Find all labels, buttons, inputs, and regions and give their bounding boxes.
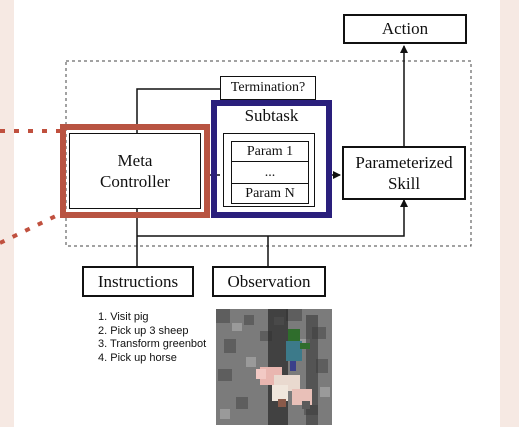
- instructions-box: Instructions: [82, 266, 194, 297]
- flow-arrows: [133, 45, 408, 266]
- termination-box: Termination?: [220, 76, 316, 100]
- param-1-label: Param 1: [246, 143, 294, 159]
- param-n-box: Param N: [231, 184, 309, 204]
- meta-controller-box: Meta Controller: [69, 133, 201, 209]
- skill-line1: Parameterized: [355, 152, 453, 172]
- instruction-item: 4. Pick up horse: [98, 351, 177, 364]
- instruction-item: 2. Pick up 3 sheep: [98, 324, 189, 337]
- instructions-label: Instructions: [97, 271, 179, 291]
- meta-controller-line2: Controller: [100, 172, 170, 191]
- instruction-list: 1. Visit pig 2. Pick up 3 sheep 3. Trans…: [98, 311, 206, 365]
- param-dots-box: ...: [231, 162, 309, 184]
- skill-line2: Skill: [387, 174, 421, 193]
- param-dots-label: ...: [264, 164, 276, 180]
- subtask-title: Subtask: [244, 106, 299, 125]
- observation-box: Observation: [212, 266, 326, 297]
- minecraft-scene-image: [216, 309, 332, 425]
- red-dotted-connectors: [0, 129, 63, 245]
- param-n-label: Param N: [245, 185, 295, 201]
- action-label: Action: [381, 19, 429, 39]
- observation-label: Observation: [227, 271, 311, 291]
- subtask-highlight: [211, 100, 332, 218]
- param-1-box: Param 1: [231, 141, 309, 162]
- instruction-item: 3. Transform greenbot: [98, 338, 207, 350]
- subtask-inner-frame: [223, 133, 315, 207]
- termination-label: Termination?: [230, 80, 306, 96]
- action-box: Action: [343, 14, 467, 44]
- instruction-item: 1. Visit pig: [98, 311, 149, 323]
- meta-controller-highlight: [60, 124, 210, 218]
- parameterized-skill-box: Parameterized Skill: [342, 146, 466, 200]
- meta-controller-line1: Meta: [117, 150, 153, 170]
